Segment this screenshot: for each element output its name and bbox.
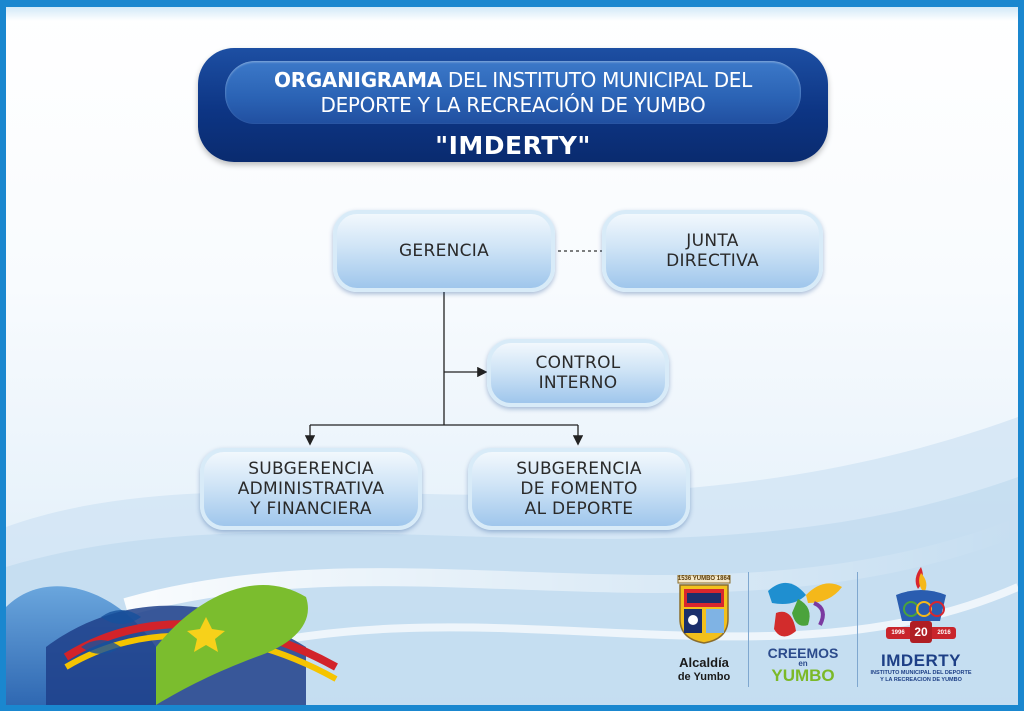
creemos-emblem-icon (768, 582, 842, 637)
star-icon (187, 617, 225, 652)
alcaldia-label-1: Alcaldía (679, 655, 729, 670)
alcaldia-shield-icon (677, 574, 731, 644)
logo-creemos-yumbo: CREEMOS en YUMBO (758, 573, 848, 689)
logo-imderty: 20 1996 2016 IMDERTY INSTITUTO MUNICIPAL… (866, 565, 976, 691)
top-band (6, 7, 1018, 21)
title-rest: DEL INSTITUTO MUNICIPAL DEL (441, 68, 752, 92)
alcaldia-label-2: de Yumbo (677, 671, 731, 683)
imderty-badge: 20 (914, 625, 928, 639)
background-swooshes (6, 417, 1018, 705)
node-control-interno: CONTROL INTERNO (487, 339, 669, 407)
creemos-en-label: en (798, 659, 808, 668)
logo-divider-2 (857, 572, 858, 687)
logo-divider-1 (748, 572, 749, 687)
logo-alcaldia: 1536 YUMBO 1864 Alcaldía de Yumbo (674, 574, 734, 687)
imderty-year-left: 1996 (891, 630, 905, 636)
yumbo-label: YUMBO (771, 666, 835, 685)
imderty-emblem-icon (886, 567, 956, 643)
alcaldia-years: 1536 YUMBO 1864 (677, 576, 731, 582)
title-bold: ORGANIGRAMA (274, 68, 442, 92)
imderty-sub2: Y LA RECREACION DE YUMBO (880, 677, 962, 683)
node-subgerencia-fomento: SUBGERENCIA DE FOMENTO AL DEPORTE (468, 448, 690, 530)
node-subgerencia-administrativa: SUBGERENCIA ADMINISTRATIVA Y FINANCIERA (200, 448, 422, 530)
node-junta-directiva: JUNTA DIRECTIVA (602, 210, 823, 292)
green-swoosh (156, 585, 308, 705)
title-inner-panel: ORGANIGRAMA DEL INSTITUTO MUNICIPAL DEL … (225, 61, 801, 124)
connectors (304, 250, 602, 446)
title-acronym: "IMDERTY" (435, 131, 591, 160)
creemos-label: CREEMOS (767, 645, 839, 661)
title-banner: ORGANIGRAMA DEL INSTITUTO MUNICIPAL DEL … (198, 48, 828, 162)
imderty-sub1: INSTITUTO MUNICIPAL DEL DEPORTE (870, 670, 972, 676)
title-line2: DEPORTE Y LA RECREACIÓN DE YUMBO (320, 93, 706, 117)
node-gerencia: GERENCIA (333, 210, 555, 292)
imderty-year-right: 2016 (937, 630, 951, 636)
imderty-name: IMDERTY (881, 651, 961, 670)
